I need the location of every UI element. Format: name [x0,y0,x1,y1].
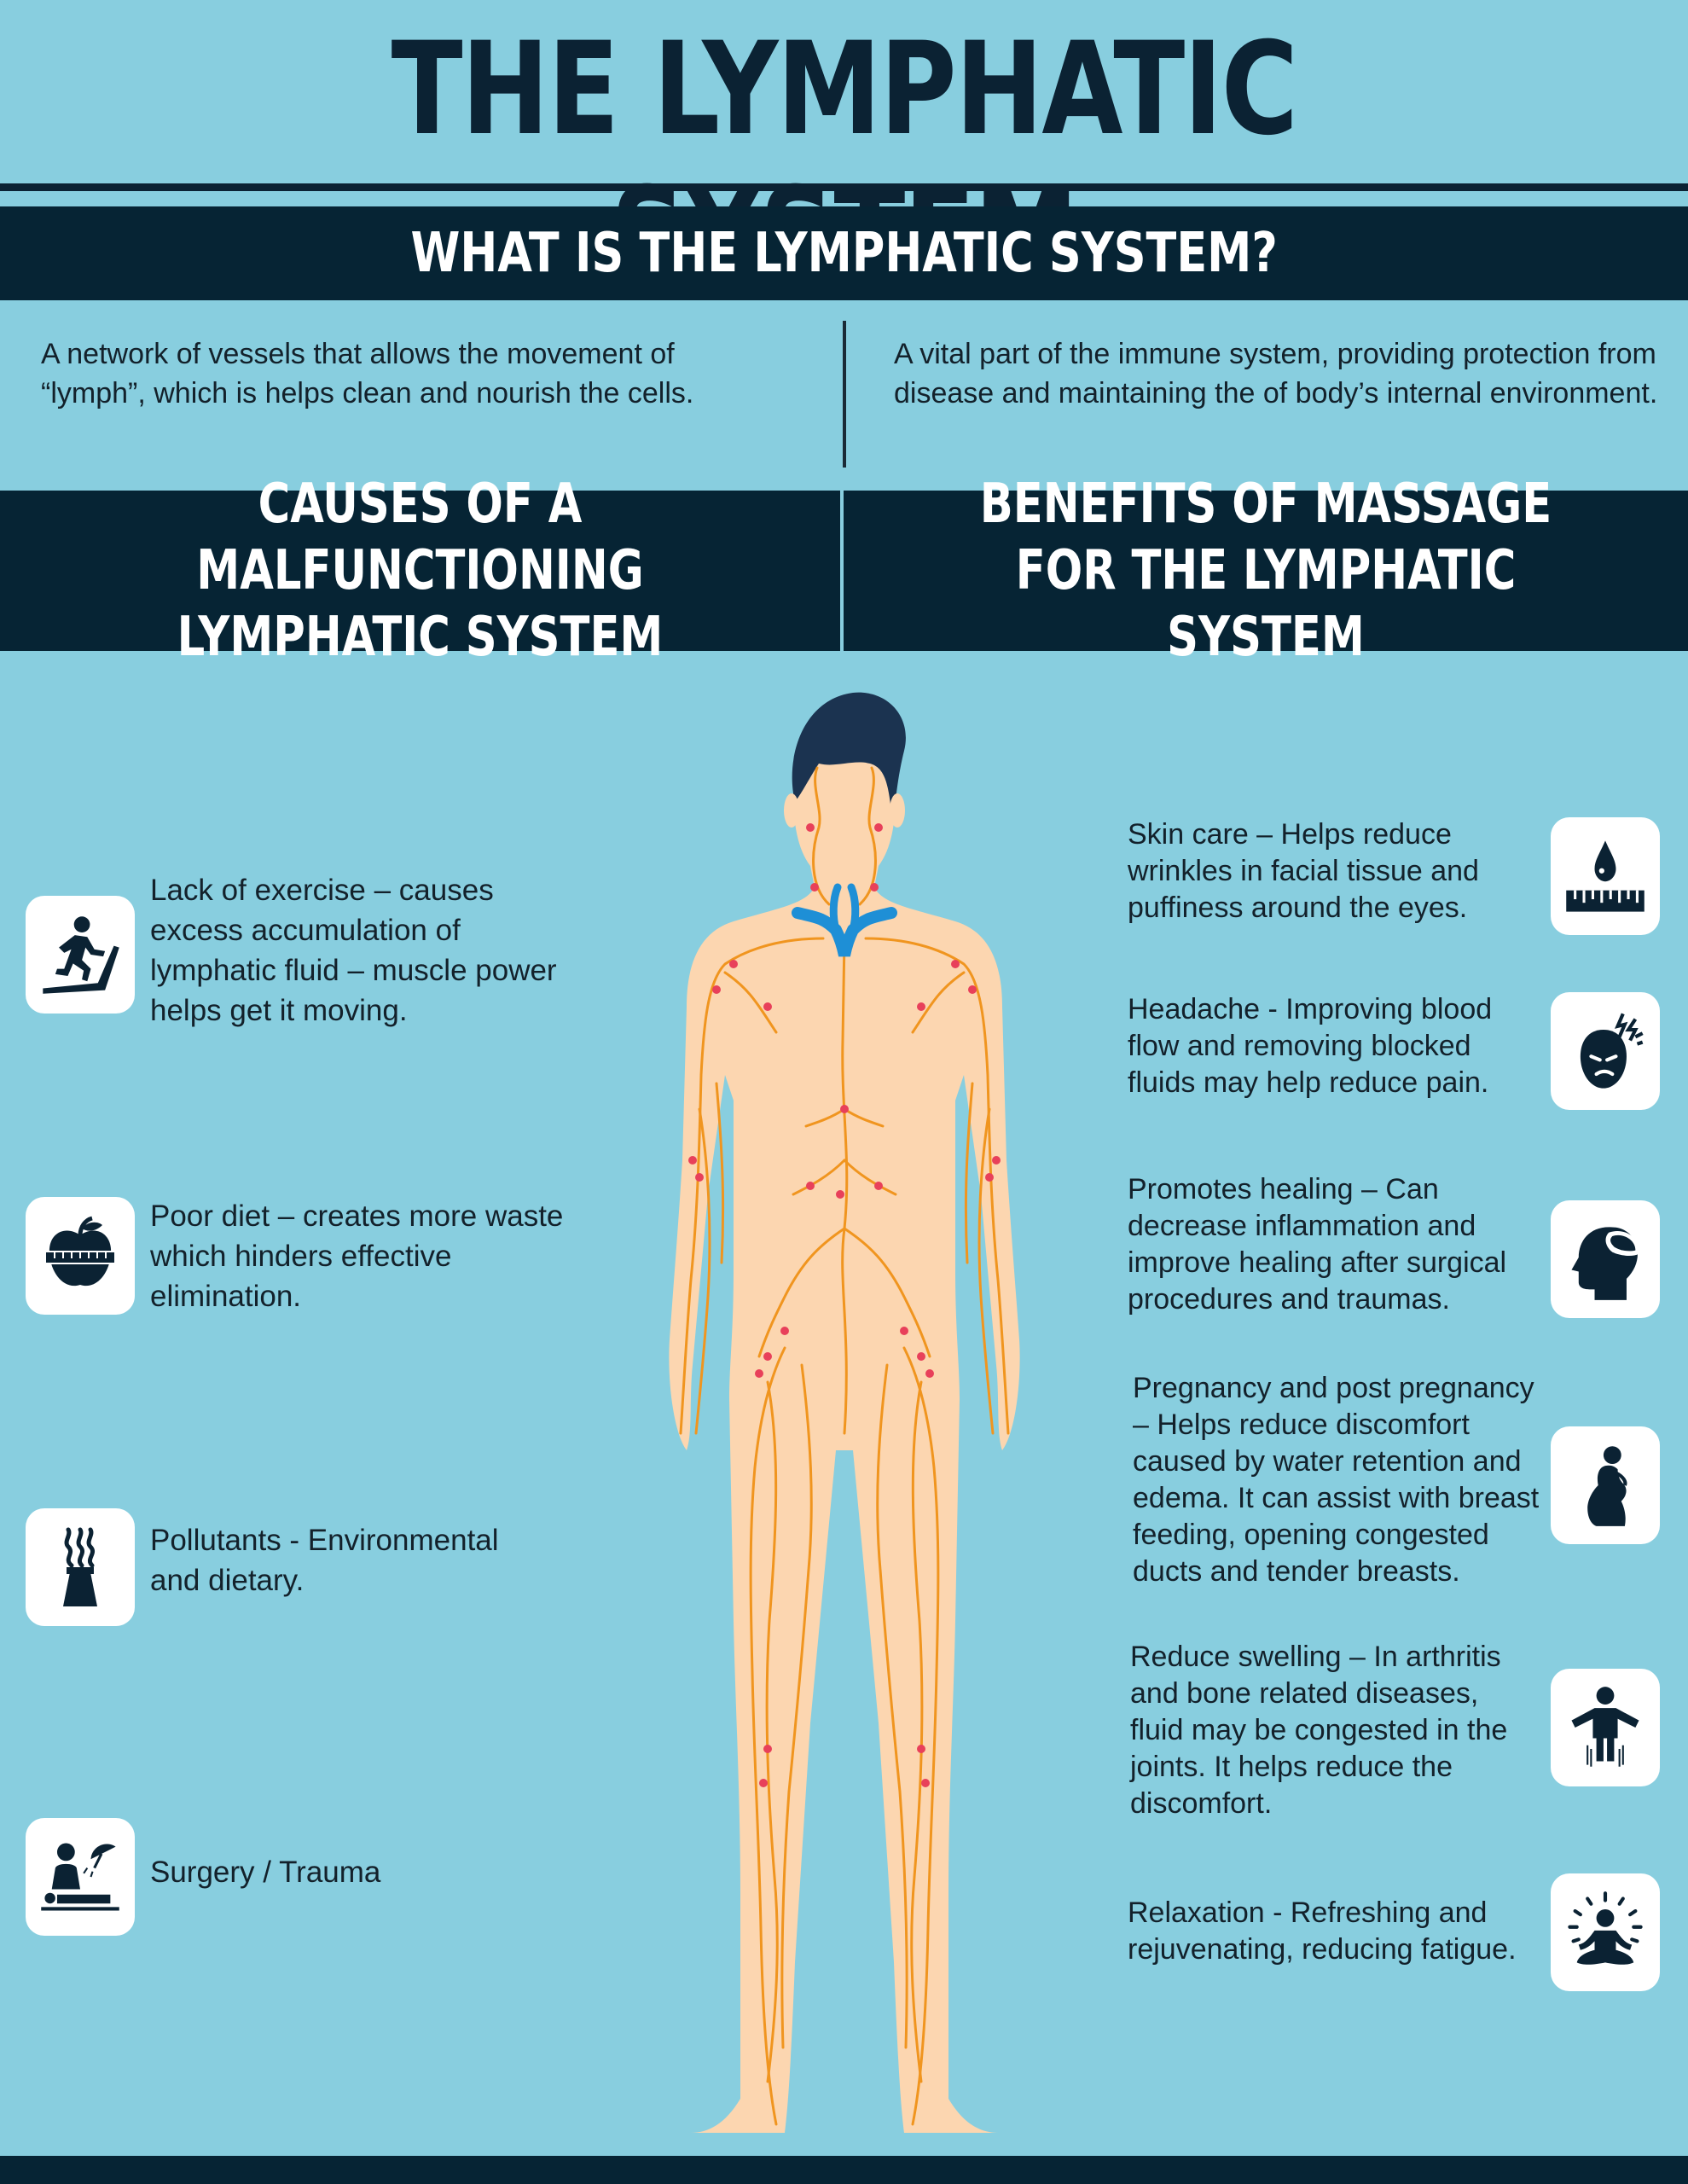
swollen-person-icon [1571,1687,1639,1767]
headache-face-icon [1580,1013,1644,1089]
cause-icon-box-surgery [26,1818,135,1936]
cause-icon-box-diet [26,1197,135,1315]
head-bandage-icon [1571,1227,1639,1300]
cause-icon-box-exercise [26,896,135,1014]
benefit-icon-box-skin-care [1551,817,1660,935]
meditation-icon [1568,1891,1643,1965]
benefit-icon-box-relaxation [1551,1873,1660,1991]
hair [792,692,906,819]
cause-text-pollutants: Pollutants - Environmental and dietary. [150,1524,499,1597]
lymph-vessels [679,766,1010,2126]
benefit-icon-box-headache [1551,992,1660,1110]
footer-bar [0,2156,1688,2184]
cause-icon-box-pollutants [26,1508,135,1626]
treadmill-runner-icon [43,916,119,994]
benefit-text-healing: Promotes healing – Can decrease inflamma… [1128,1173,1507,1316]
pregnant-woman-icon [1587,1446,1627,1526]
cause-text-surgery: Surgery / Trauma [150,1856,381,1889]
definition-right: A vital part of the immune system, provi… [894,338,1658,410]
cause-text-exercise: Lack of exercise – causes excess accumul… [150,874,557,1027]
apple-measuring-tape-icon [44,1216,116,1287]
causes-heading: CAUSES OF A MALFUNCTIONING LYMPHATIC SYS… [177,473,664,669]
lymphatic-body-illustration [669,692,1020,2133]
benefit-text-skin-care: Skin care – Helps reduce wrinkles in fac… [1128,818,1479,924]
causes-heading-bar: CAUSES OF A MALFUNCTIONING LYMPHATIC SYS… [0,473,840,669]
benefits-heading-bar: BENEFITS OF MASSAGE FOR THE LYMPHATIC SY… [844,473,1688,669]
benefit-text-pregnancy: Pregnancy and post pregnancy – Helps red… [1133,1372,1540,1588]
benefit-icon-box-pregnancy [1551,1426,1660,1544]
water-drop-ruler-icon [1566,840,1644,912]
lymph-nodes [688,823,1001,1787]
factory-smoke-icon [63,1527,97,1606]
benefits-heading: BENEFITS OF MASSAGE FOR THE LYMPHATIC SY… [979,473,1552,669]
what-is-heading: WHAT IS THE LYMPHATIC SYSTEM? [410,222,1278,285]
benefit-icon-box-swelling [1551,1669,1660,1786]
surgeon-patient-icon [41,1843,119,1911]
cause-text-diet: Poor diet – creates more waste which hin… [150,1199,564,1313]
definition-left: A network of vessels that allows the mov… [41,338,694,410]
thoracic-duct [792,907,897,957]
definition-divider [843,321,846,468]
benefit-text-swelling: Reduce swelling – In arthritis and bone … [1130,1641,1508,1820]
what-is-heading-bar: WHAT IS THE LYMPHATIC SYSTEM? [0,206,1688,300]
benefit-icon-box-healing [1551,1200,1660,1318]
title-divider [0,183,1688,191]
benefit-text-headache: Headache - Improving blood flow and remo… [1128,993,1493,1099]
benefit-text-relaxation: Relaxation - Refreshing and rejuvenating… [1128,1896,1517,1966]
